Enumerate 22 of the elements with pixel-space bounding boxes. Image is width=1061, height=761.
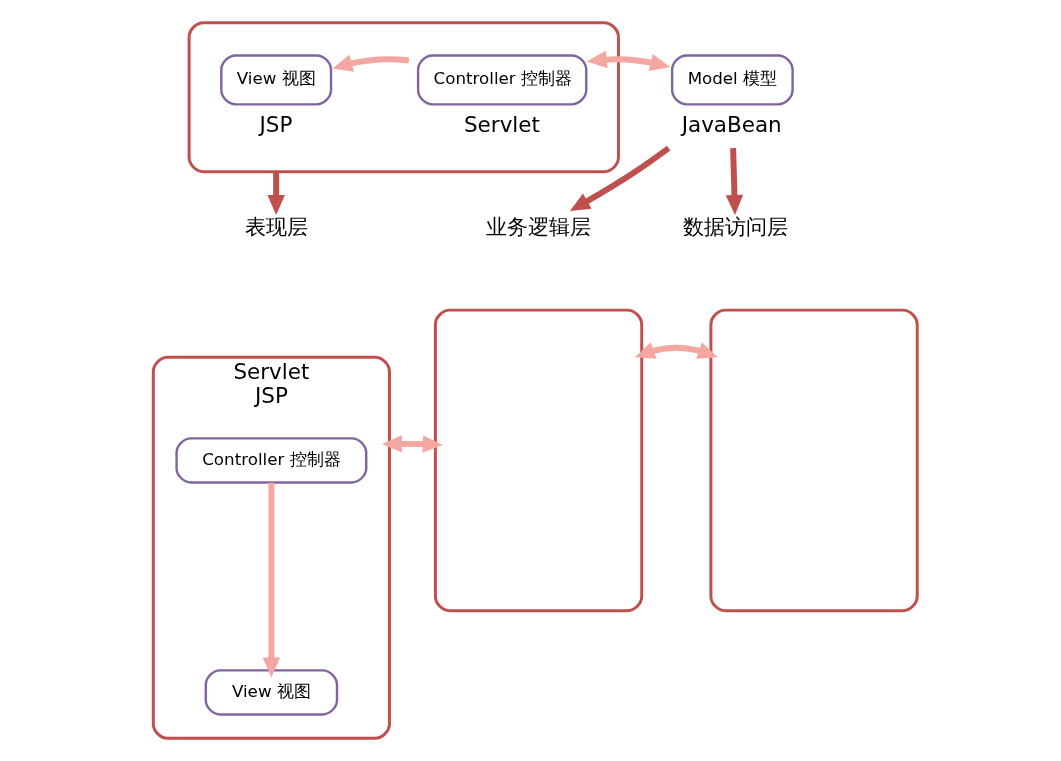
node-text: 数据访问层: [682, 214, 788, 240]
node-box: Model 模型: [670, 54, 794, 106]
node-text: 表现层: [244, 214, 308, 240]
node-text: 业务逻辑层: [486, 214, 592, 240]
node-box: [433, 308, 644, 613]
arrow: [382, 435, 443, 453]
arrow: [332, 54, 410, 72]
node-label: Servlet: [464, 112, 540, 138]
cluster: [187, 21, 620, 174]
arrow: [586, 50, 671, 71]
node-box: View 视图: [220, 54, 333, 106]
arrow: [262, 482, 281, 678]
arrow: [569, 145, 671, 211]
arrow: [267, 171, 285, 215]
arrow: [634, 342, 718, 359]
node-label: JSP: [259, 112, 293, 138]
node-box: Controller 控制器: [175, 437, 368, 484]
arrow: [725, 148, 744, 215]
node-box: [709, 308, 919, 613]
node-box: Controller 控制器: [416, 54, 588, 106]
node-box: View 视图: [204, 669, 339, 716]
node-label: JavaBean: [681, 112, 782, 138]
